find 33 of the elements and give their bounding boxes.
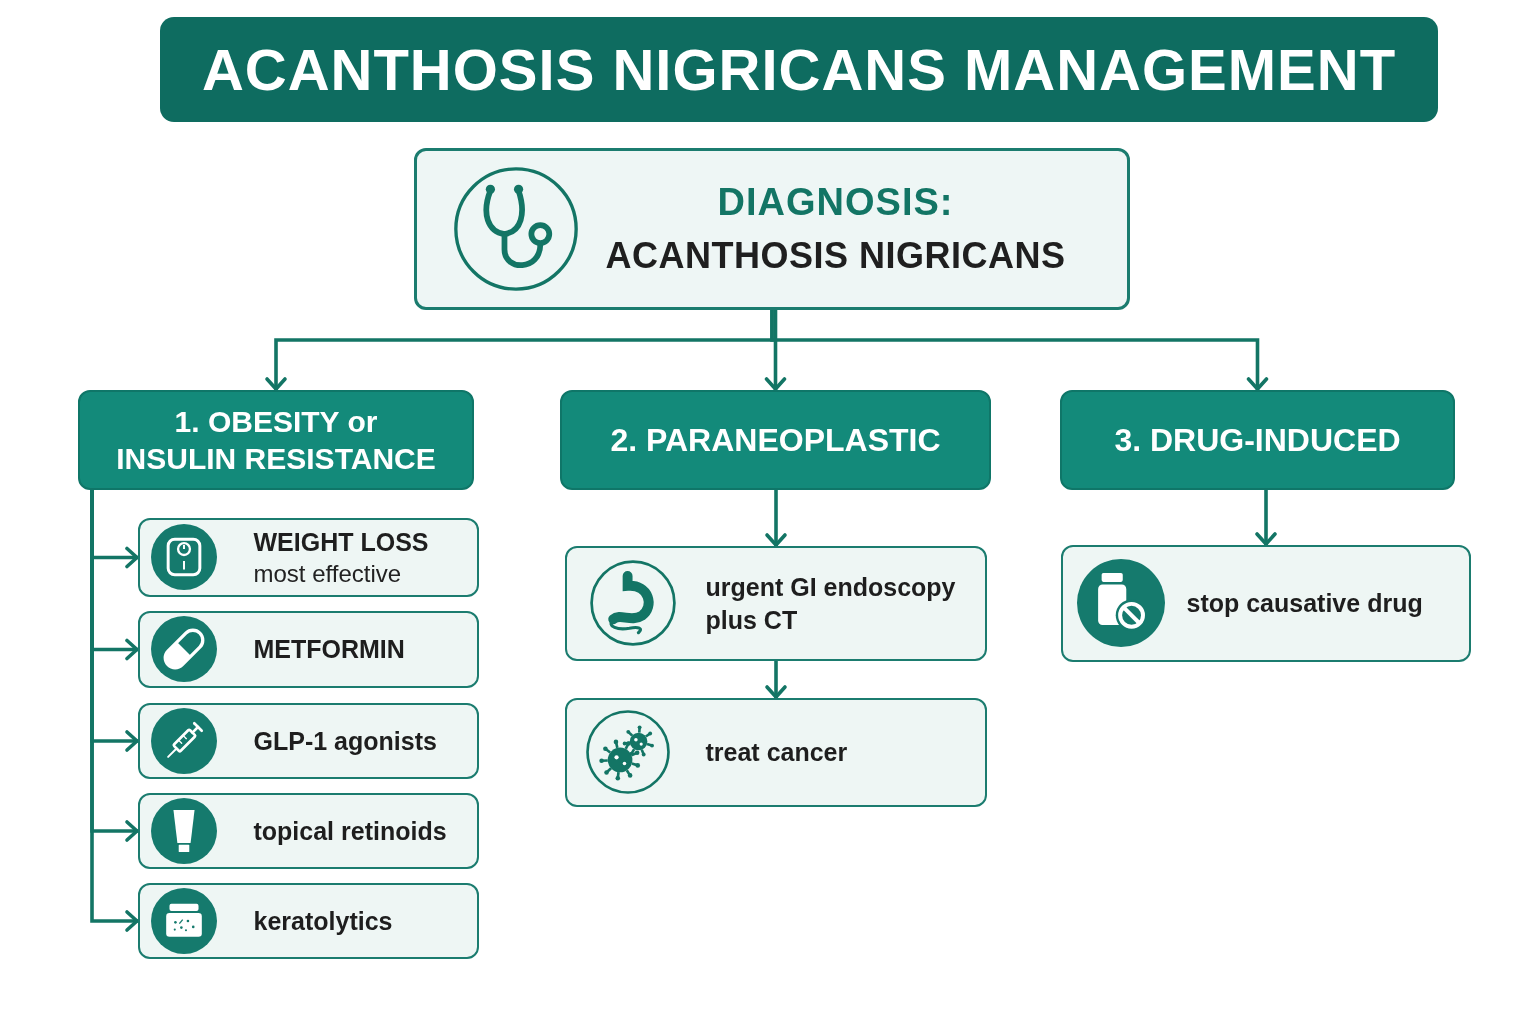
category-label: 3. DRUG-INDUCED	[1114, 421, 1401, 460]
heading-text: DIAGNOSIS:	[717, 179, 954, 225]
treatment-label: keratolytics	[253, 905, 393, 937]
connector-arrow	[1255, 490, 1277, 546]
condition-text: ACANTHOSIS NIGRICANS	[605, 234, 1066, 279]
connector-arrow	[90, 490, 139, 932]
connector-arrow	[770, 310, 1269, 391]
connector-arrow	[765, 661, 787, 699]
category-box	[78, 390, 474, 490]
connector-arrow	[764, 310, 787, 391]
treatment-label: topical retinoids	[253, 815, 447, 847]
category-label: 2. PARANEOPLASTIC	[610, 421, 941, 460]
treatment-note: most effective	[253, 559, 402, 590]
category-box	[560, 390, 991, 490]
treatment-box	[565, 698, 987, 807]
treatment-box	[138, 703, 479, 779]
treatment-label: WEIGHT LOSS	[253, 526, 429, 558]
diagram-title: ACANTHOSIS NIGRICANS MANAGEMENT	[201, 37, 1397, 102]
treatment-box	[138, 793, 479, 869]
category-label: 1. OBESITY or INSULIN RESISTANCE	[115, 403, 437, 477]
treatment-box	[138, 611, 479, 688]
treatment-box	[565, 546, 987, 661]
treatment-label: treat cancer	[705, 737, 848, 769]
treatment-box	[138, 883, 479, 959]
treatment-label: GLP-1 agonists	[253, 725, 437, 757]
category-box	[1060, 390, 1455, 490]
treatment-label: urgent GI endoscopy plus CT	[705, 572, 957, 636]
diagnosis-box	[414, 148, 1130, 310]
connector-arrow	[765, 490, 787, 547]
treatment-label: stop causative drug	[1186, 588, 1423, 620]
treatment-label: METFORMIN	[253, 634, 405, 666]
treatment-box	[138, 518, 479, 597]
treatment-box	[1061, 545, 1471, 662]
